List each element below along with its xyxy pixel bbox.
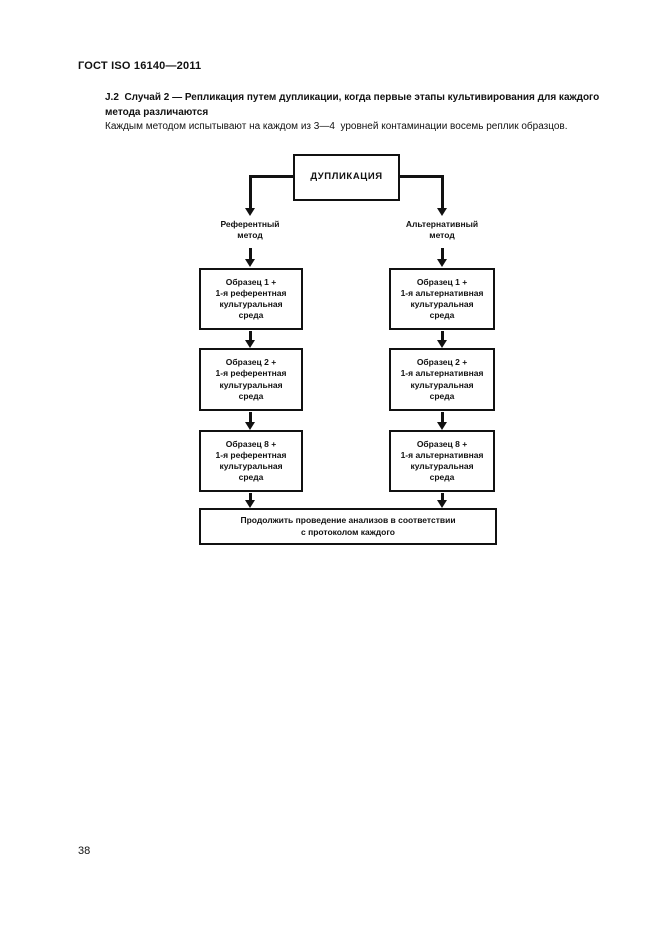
connector-line: [250, 175, 295, 178]
connector-line: [249, 175, 252, 209]
connector-line: [249, 331, 252, 341]
connector-line: [441, 175, 444, 209]
connector-line: [441, 248, 444, 260]
final-process-box: Продолжить проведение анализов в соответ…: [199, 508, 497, 545]
arrow-down-icon: [437, 208, 447, 216]
connector-line: [249, 412, 252, 423]
process-box-ref-sample-1: Образец 1 + 1-я референтная культуральна…: [199, 268, 303, 330]
process-box-alt-sample-8: Образец 8 + 1-я альтернативная культурал…: [389, 430, 495, 492]
connector-line: [249, 493, 252, 501]
branch-label-reference-method: Референтный метод: [220, 219, 280, 241]
document-header: ГОСТ ISO 16140—2011: [78, 60, 202, 72]
arrow-down-icon: [245, 422, 255, 430]
arrow-down-icon: [437, 340, 447, 348]
process-box-alt-sample-1: Образец 1 + 1-я альтернативная культурал…: [389, 268, 495, 330]
branch-label-alternative-method: Альтернативный метод: [405, 219, 479, 241]
arrow-down-icon: [245, 208, 255, 216]
process-box-alt-sample-2: Образец 2 + 1-я альтернативная культурал…: [389, 348, 495, 411]
arrow-down-icon: [437, 422, 447, 430]
flowchart-root-box: ДУПЛИКАЦИЯ: [293, 154, 400, 201]
connector-line: [249, 248, 252, 260]
arrow-down-icon: [437, 500, 447, 508]
section-heading: J.2 Случай 2 — Репликация путем дупликац…: [105, 92, 600, 118]
process-box-ref-sample-2: Образец 2 + 1-я референтная культуральна…: [199, 348, 303, 411]
connector-line: [441, 412, 444, 423]
section-body-text: Каждым методом испытывают на каждом из 3…: [105, 121, 568, 132]
arrow-down-icon: [245, 259, 255, 267]
arrow-down-icon: [437, 259, 447, 267]
page-number: 38: [78, 845, 91, 857]
arrow-down-icon: [245, 340, 255, 348]
process-box-ref-sample-8: Образец 8 + 1-я референтная культуральна…: [199, 430, 303, 492]
connector-line: [441, 331, 444, 341]
connector-line: [399, 175, 444, 178]
connector-line: [441, 493, 444, 501]
arrow-down-icon: [245, 500, 255, 508]
